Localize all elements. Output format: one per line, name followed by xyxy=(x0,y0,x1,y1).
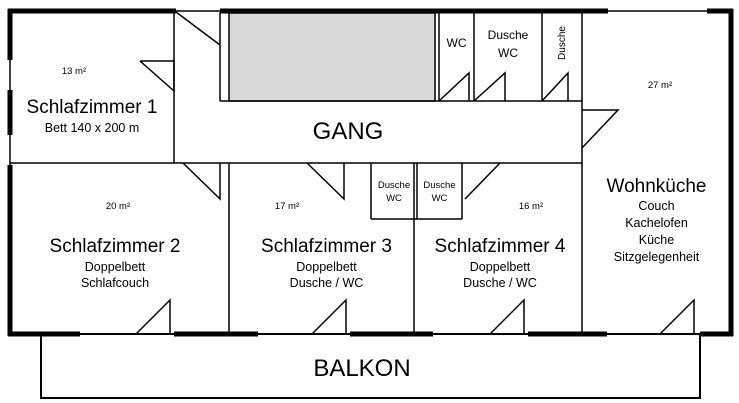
room-3-area: 17 m² xyxy=(274,201,300,212)
room-3-name: Schlafzimmer 3 xyxy=(261,236,392,257)
room-1-area: 13 m² xyxy=(61,66,87,77)
room-3-detail-1: Doppelbett xyxy=(296,260,357,274)
kitchen-detail-3: Küche xyxy=(638,233,675,247)
top-wc-label: WC xyxy=(446,36,467,50)
room-2-detail-1: Doppelbett xyxy=(84,260,146,274)
balcony-label: BALKON xyxy=(313,355,411,382)
room-3-detail-2: Dusche / WC xyxy=(289,276,364,290)
top-dusche-wc-label-1: Dusche xyxy=(487,28,529,42)
kitchen-area: 27 m² xyxy=(647,80,673,91)
kitchen-name: Wohnküche xyxy=(606,176,707,197)
kitchen-detail-2: Kachelofen xyxy=(625,216,688,230)
room-1-name: Schlafzimmer 1 xyxy=(26,97,158,118)
mid-left-bath-label-1: Dusche xyxy=(377,180,411,191)
mid-left-bath-label-2: WC xyxy=(386,193,402,204)
room-4-name: Schlafzimmer 4 xyxy=(434,236,566,257)
door-swings xyxy=(135,11,695,335)
room-2-detail-2: Schlafcouch xyxy=(80,276,150,290)
room-1-detail-1: Bett 140 x 200 m xyxy=(44,121,140,135)
room-2-area: 20 m² xyxy=(105,201,131,212)
mid-right-bath-label-2: WC xyxy=(431,193,448,204)
top-dusche-label: Dusche xyxy=(557,26,568,60)
kitchen-detail-4: Sitzgelegenheit xyxy=(613,250,700,264)
outer-walls xyxy=(7,8,734,337)
mid-right-bath-label-1: Dusche xyxy=(423,180,456,191)
stairwell xyxy=(228,12,436,102)
kitchen-detail-1: Couch xyxy=(638,199,675,213)
corridor-label: GANG xyxy=(312,118,384,145)
room-4-area: 16 m² xyxy=(518,201,544,212)
room-4-detail-1: Doppelbett xyxy=(469,260,531,274)
top-dusche-wc-label-2: WC xyxy=(498,46,518,60)
room-2-name: Schlafzimmer 2 xyxy=(49,236,181,257)
room-4-detail-2: Dusche / WC xyxy=(463,276,537,290)
